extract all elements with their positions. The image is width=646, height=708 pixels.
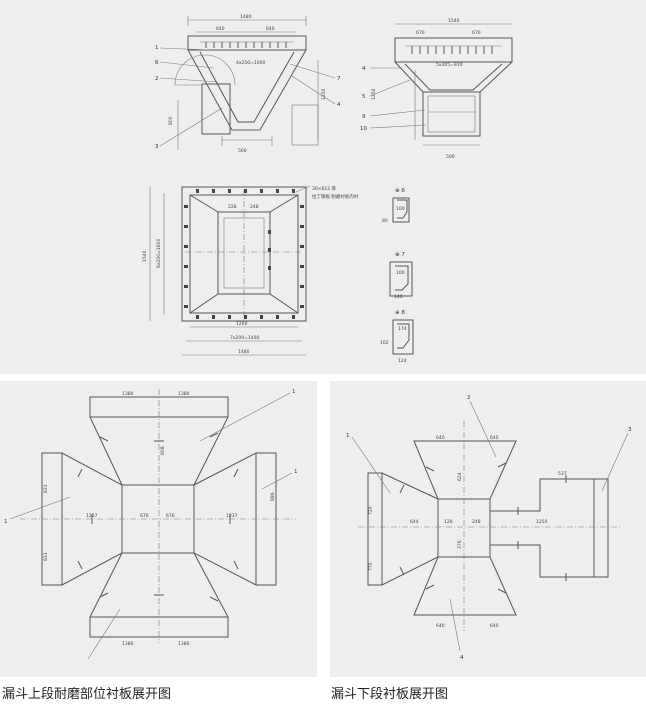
bl-dim-bottom-a: 1380: [122, 641, 134, 647]
section-8-title: ⊕ 8: [395, 310, 405, 316]
front-dim-overall: 1480: [240, 14, 252, 20]
upper-section-liner-panel: 1380 1380 1380 1380 1237 1237 676 676 80…: [0, 381, 317, 677]
front-callout-1: 1: [155, 45, 159, 51]
lower-section-liner-svg: 640 640 644 128 248 1250 537 640 640 720…: [346, 395, 632, 661]
plan-dim-inner-left: 228: [228, 204, 237, 210]
br-dim-center-left: 128: [444, 519, 453, 525]
side-callout-4: 4: [362, 66, 366, 72]
br-dim-left-v1: 720: [368, 506, 374, 515]
side-callout-10: 10: [360, 126, 367, 132]
bl-callout-1-left: 1: [4, 519, 8, 525]
bl-dim-center-left: 676: [140, 513, 149, 519]
br-dim-bottom-right: 640: [490, 623, 499, 629]
side-view: 1540 670 670 5x305=910 500 1250 4 5 9 10: [360, 18, 513, 160]
side-callout-5: 5: [362, 94, 366, 100]
top-drawing-panel: 1480 640 640 4x250=1000 560 800 1250: [0, 0, 646, 374]
plan-dim-inner-right: 248: [250, 204, 259, 210]
br-dim-right-top: 537: [558, 471, 567, 477]
section-6-dim-b: 80: [382, 218, 388, 224]
front-callout-4: 4: [337, 102, 341, 108]
front-dim-height: 1250: [321, 88, 327, 100]
bl-dim-right-outer: 886: [270, 492, 276, 501]
front-callout-2: 2: [155, 76, 159, 82]
side-callout-9: 9: [362, 114, 366, 120]
plan-dim-bottom-mid: 7x200=1400: [230, 335, 259, 341]
bl-dim-top-b: 1380: [178, 391, 190, 397]
section-details: ⊕ 6 100 80 ⊕ 7 100 140 ⊕ 8 174 124 102: [380, 188, 414, 364]
front-dim-bottom: 560: [238, 148, 247, 154]
br-dim-left-v2: 770: [368, 562, 374, 571]
lower-section-liner-panel: 640 640 644 128 248 1250 537 640 640 720…: [330, 381, 646, 677]
section-7-dim-a: 100: [396, 270, 405, 276]
br-callout-4: 4: [460, 655, 464, 661]
br-dim-right: 1250: [536, 519, 548, 525]
bl-dim-top-a: 1380: [122, 391, 134, 397]
front-dim-inner: 4x250=1000: [236, 60, 265, 66]
caption-upper-section: 漏斗上段耐磨部位衬板展开图: [2, 687, 172, 702]
br-dim-top-right: 640: [490, 435, 499, 441]
section-8-dim-b: 124: [398, 358, 407, 364]
br-dim-left: 644: [410, 519, 419, 525]
section-6-dim-a: 100: [396, 206, 405, 212]
bl-dim-bottom-b: 1380: [178, 641, 190, 647]
section-7-title: ⊕ 7: [395, 252, 405, 258]
bl-dim-left-outer: 831: [43, 484, 49, 493]
plan-note-1: 30×612 厚: [312, 186, 337, 192]
side-dim-inner: 5x305=910: [436, 62, 463, 68]
side-dim-bottom: 500: [446, 154, 455, 160]
front-view: 1480 640 640 4x250=1000 560 800 1250: [155, 14, 341, 154]
bl-dim-vertical: 808: [160, 446, 166, 455]
side-dim-top-left: 670: [416, 30, 425, 36]
section-6-title: ⊕ 6: [395, 188, 405, 194]
side-dim-overall: 1540: [448, 18, 460, 24]
plan-dim-bottom-overall: 1480: [238, 349, 250, 355]
plan-dim-left-overall: 1540: [142, 250, 148, 262]
front-callout-6: 6: [155, 60, 159, 66]
front-dim-top-left: 640: [216, 26, 225, 32]
bl-dim-right-inner: 1237: [226, 513, 238, 519]
section-7-dim-b: 140: [394, 294, 403, 300]
plan-dim-left-mid: 8x200=1600: [156, 239, 162, 268]
br-callout-3: 3: [628, 427, 632, 433]
plan-note-2: 拉丁钢板 耐磨衬板内衬: [312, 193, 359, 200]
caption-lower-section: 漏斗下段衬板展开图: [331, 687, 449, 702]
bl-callout-1-right: 1: [294, 469, 298, 475]
bl-dim-center-right: 676: [166, 513, 175, 519]
front-callout-3: 3: [155, 144, 159, 150]
front-callout-7: 7: [337, 76, 341, 82]
br-callout-1: 1: [346, 433, 350, 439]
section-8-dim-a: 174: [398, 326, 407, 332]
bl-dim-left-outer-2: 831: [43, 552, 49, 561]
br-dim-bottom-left: 640: [436, 623, 445, 629]
upper-section-liner-svg: 1380 1380 1380 1380 1237 1237 676 676 80…: [4, 389, 298, 660]
br-callout-2: 2: [467, 395, 471, 401]
plan-view: 228 248 1260 7x200=1400 1480 1540 8x200=…: [142, 185, 359, 356]
br-dim-top-left: 640: [436, 435, 445, 441]
br-dim-center-v: 376: [457, 540, 463, 549]
section-8-dim-c: 102: [380, 340, 389, 346]
bl-callout-1-top: 1: [292, 389, 296, 395]
plan-dim-bottom-inner: 1260: [236, 321, 248, 327]
top-drawing-svg: 1480 640 640 4x250=1000 560 800 1250: [142, 14, 513, 364]
br-dim-top-v: 624: [457, 472, 463, 481]
br-dim-center-right: 248: [472, 519, 481, 525]
front-dim-top-right: 640: [266, 26, 275, 32]
front-dim-lower: 800: [168, 116, 174, 125]
side-dim-top-right: 670: [472, 30, 481, 36]
